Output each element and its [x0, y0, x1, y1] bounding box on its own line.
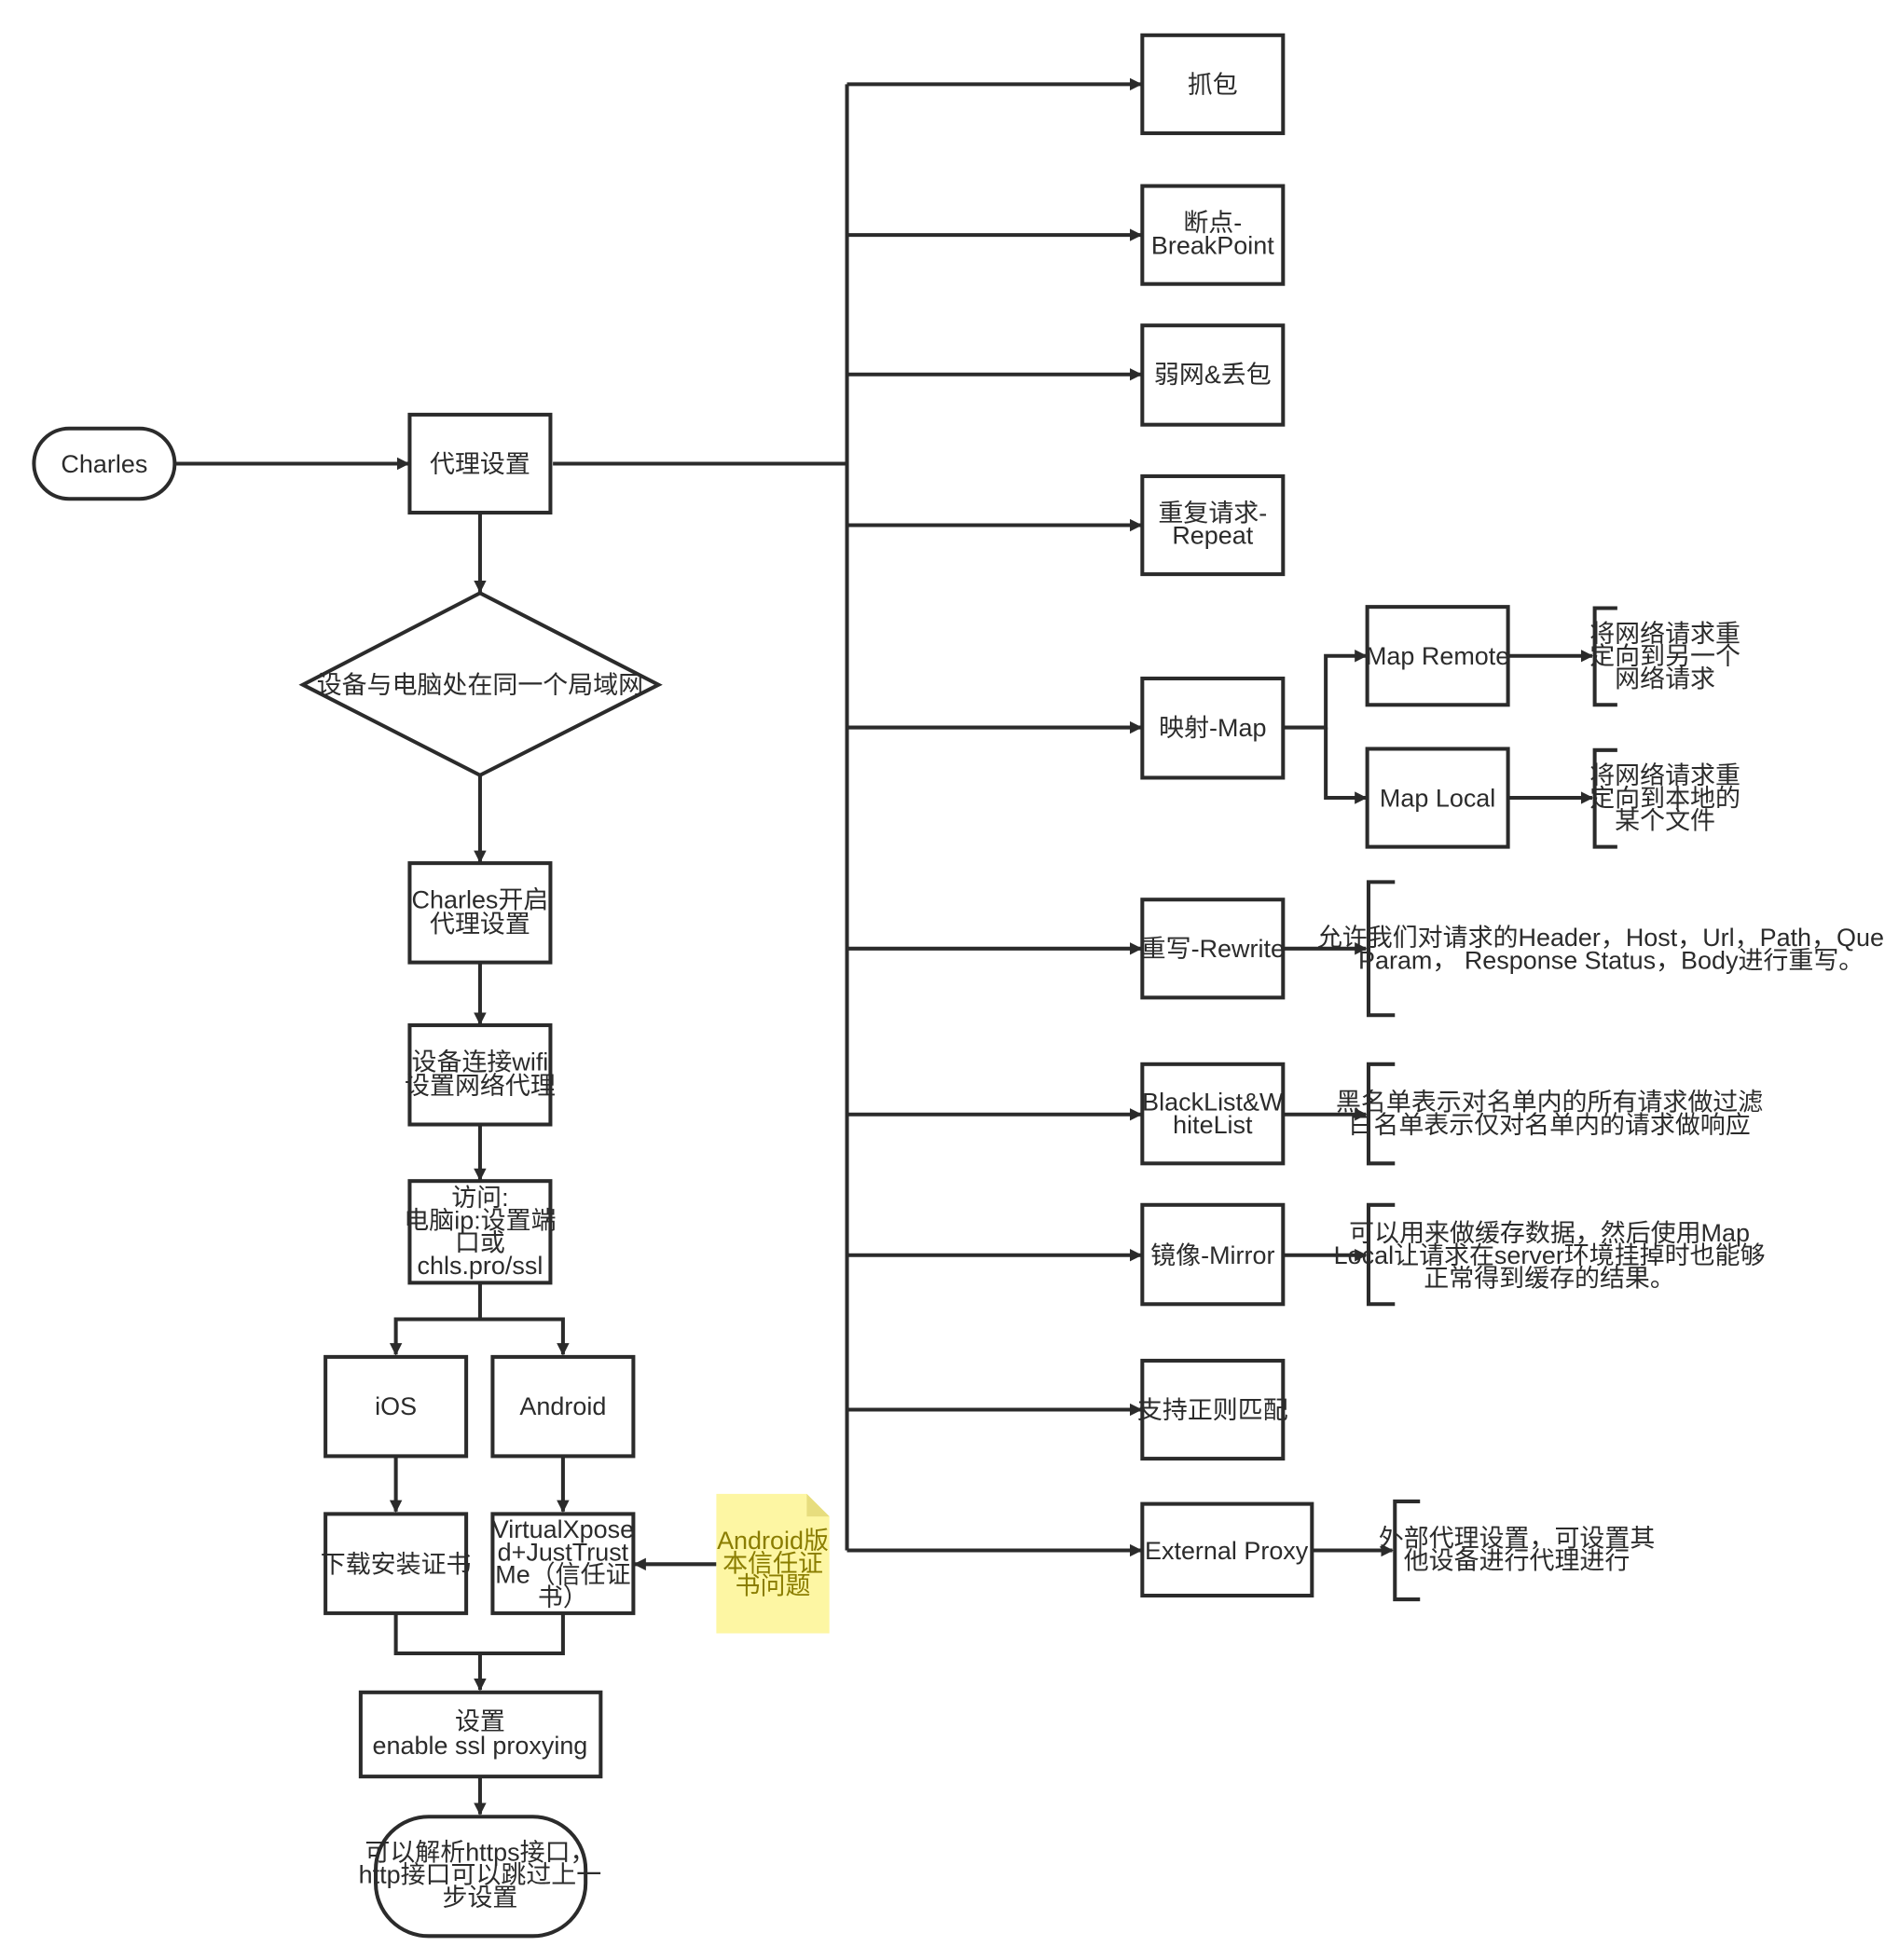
node-virtual-xposed-line1: VirtualXpose	[492, 1515, 634, 1543]
node-charles: Charles	[32, 426, 177, 501]
node-enable-ssl: 设置 enable ssl proxying	[358, 1690, 603, 1779]
node-virtual-xposed-line2: d+JustTrust	[498, 1538, 629, 1566]
node-mirror-label: 镜像-Mirror	[1150, 1241, 1274, 1269]
node-proxy-settings-label: 代理设置	[430, 450, 530, 478]
annotation-mirror: 可以用来做缓存数据，然后使用Map Local让请求在server环境挂掉时也能…	[1334, 1202, 1766, 1307]
node-blacklist-line1: BlackList&W	[1142, 1089, 1284, 1117]
node-repeat: 重复请求- Repeat	[1140, 473, 1286, 577]
node-same-lan: 设备与电脑处在同一个局域网	[298, 591, 663, 778]
annotation-map-local: 将网络请求重 定向到本地的 某个文件	[1589, 747, 1741, 849]
node-virtual-xposed-line4: 书）	[538, 1583, 588, 1611]
annotation-blacklist-line2: 白名单表示仅对名单内的请求做响应	[1348, 1111, 1750, 1139]
edge-map-local	[1324, 727, 1368, 804]
annotation-rewrite: 允许我们对请求的Header，Host，Url，Path，Query Param…	[1317, 880, 1885, 1018]
annotation-external: 外部代理设置，可设置其 他设备进行代理进行	[1379, 1499, 1656, 1602]
node-ios: iOS	[323, 1354, 469, 1459]
node-external-proxy: External Proxy	[1140, 1501, 1314, 1598]
annotation-map-remote-line2: 定向到另一个	[1589, 642, 1741, 670]
node-download-cert: 下载安装证书	[321, 1512, 472, 1615]
node-result-line3: 步设置	[442, 1884, 517, 1912]
annotation-map-remote: 将网络请求重 定向到另一个 网络请求	[1589, 606, 1741, 707]
node-visit-line3: 口或	[455, 1229, 505, 1257]
node-android: Android	[490, 1354, 636, 1459]
annotation-external-line2: 他设备进行代理进行	[1404, 1547, 1630, 1575]
node-rewrite-label: 重写-Rewrite	[1141, 935, 1285, 963]
node-device-wifi-line1: 设备连接wifi	[412, 1049, 549, 1076]
edge-map-remote	[1284, 649, 1368, 730]
node-android-label: Android	[519, 1392, 606, 1420]
edge-visit-split	[389, 1282, 482, 1356]
node-regex: 支持正则匹配	[1137, 1358, 1288, 1461]
node-capture-label: 抓包	[1188, 71, 1238, 99]
node-map: 映射-Map	[1140, 676, 1286, 780]
annotation-mirror-line3: 正常得到缓存的结果。	[1424, 1264, 1675, 1292]
annotation-map-local-line3: 某个文件	[1615, 807, 1715, 835]
node-result-line2: http接口可以跳过上一	[359, 1861, 602, 1889]
node-result-line1: 可以解析https接口，	[365, 1838, 595, 1866]
node-capture: 抓包	[1140, 33, 1286, 135]
note-android-line3: 书问题	[736, 1572, 811, 1600]
edge-visit-android	[479, 1317, 570, 1356]
node-mirror: 镜像-Mirror	[1140, 1202, 1286, 1307]
node-device-wifi-line2: 设置网络代理	[405, 1072, 556, 1100]
annotation-rewrite-line1: 允许我们对请求的Header，Host，Url，Path，Query	[1317, 924, 1885, 952]
edge-download-merge	[393, 1614, 565, 1656]
node-enable-proxy-line2: 代理设置	[430, 910, 530, 938]
note-android-line1: Android版	[717, 1527, 829, 1555]
edges	[175, 77, 1594, 1816]
node-visit: 访问: 电脑ip:设置端 口或 chls.pro/ssl	[404, 1179, 557, 1285]
node-breakpoint-line2: BreakPoint	[1151, 231, 1274, 259]
node-visit-line2: 电脑ip:设置端	[404, 1206, 556, 1234]
node-visit-line1: 访问:	[451, 1184, 508, 1212]
node-same-lan-label: 设备与电脑处在同一个局域网	[317, 671, 643, 699]
annotation-mirror-line2: Local让请求在server环境挂掉时也能够	[1334, 1241, 1766, 1269]
node-map-local-label: Map Local	[1380, 784, 1495, 812]
node-enable-proxy-line1: Charles开启	[412, 886, 549, 914]
node-enable-ssl-line2: enable ssl proxying	[373, 1732, 588, 1760]
node-result: 可以解析https接口， http接口可以跳过上一 步设置	[359, 1815, 602, 1939]
node-map-remote: Map Remote	[1365, 605, 1510, 707]
note-android: Android版 本信任证 书问题	[716, 1493, 830, 1634]
node-breakpoint: 断点- BreakPoint	[1140, 184, 1286, 286]
node-virtual-xposed-line3: Me（信任证	[495, 1561, 630, 1589]
node-ios-label: iOS	[375, 1392, 417, 1420]
node-regex-label: 支持正则匹配	[1137, 1396, 1288, 1424]
node-map-label: 映射-Map	[1159, 714, 1266, 742]
annotation-rewrite-line2: Param， Response Status，Body进行重写。	[1358, 946, 1864, 974]
note-android-line2: 本信任证	[722, 1549, 823, 1577]
node-weak-network: 弱网&丢包	[1140, 323, 1286, 427]
node-blacklist: BlackList&W hiteList	[1140, 1062, 1286, 1166]
annotation-map-local-line1: 将网络请求重	[1589, 761, 1741, 789]
node-enable-proxy: Charles开启 代理设置	[407, 861, 553, 965]
node-repeat-line2: Repeat	[1172, 522, 1253, 550]
annotation-mirror-line1: 可以用来做缓存数据，然后使用Map	[1349, 1219, 1750, 1247]
annotation-map-remote-line3: 网络请求	[1615, 665, 1715, 692]
annotation-external-line1: 外部代理设置，可设置其	[1379, 1524, 1656, 1552]
node-blacklist-line2: hiteList	[1173, 1111, 1253, 1139]
node-map-remote-label: Map Remote	[1366, 642, 1509, 670]
node-repeat-line1: 重复请求-	[1158, 499, 1267, 527]
annotation-map-local-line2: 定向到本地的	[1589, 784, 1741, 812]
node-enable-ssl-line1: 设置	[455, 1707, 505, 1735]
node-external-proxy-label: External Proxy	[1145, 1537, 1309, 1565]
node-breakpoint-line1: 断点-	[1183, 209, 1242, 237]
annotation-blacklist-line1: 黑名单表示对名单内的所有请求做过滤	[1336, 1089, 1763, 1117]
node-visit-line4: chls.pro/ssl	[418, 1252, 543, 1280]
node-weak-network-label: 弱网&丢包	[1154, 361, 1272, 389]
node-virtual-xposed: VirtualXpose d+JustTrust Me（信任证 书）	[490, 1512, 636, 1615]
node-charles-label: Charles	[61, 450, 147, 478]
node-proxy-settings: 代理设置	[407, 412, 553, 515]
node-map-local: Map Local	[1365, 747, 1510, 849]
annotation-blacklist: 黑名单表示对名单内的所有请求做过滤 白名单表示仅对名单内的请求做响应	[1336, 1062, 1763, 1166]
node-device-wifi: 设备连接wifi 设置网络代理	[405, 1023, 556, 1127]
node-download-cert-label: 下载安装证书	[321, 1551, 472, 1579]
node-rewrite: 重写-Rewrite	[1140, 898, 1286, 1000]
annotation-map-remote-line1: 将网络请求重	[1589, 620, 1741, 648]
